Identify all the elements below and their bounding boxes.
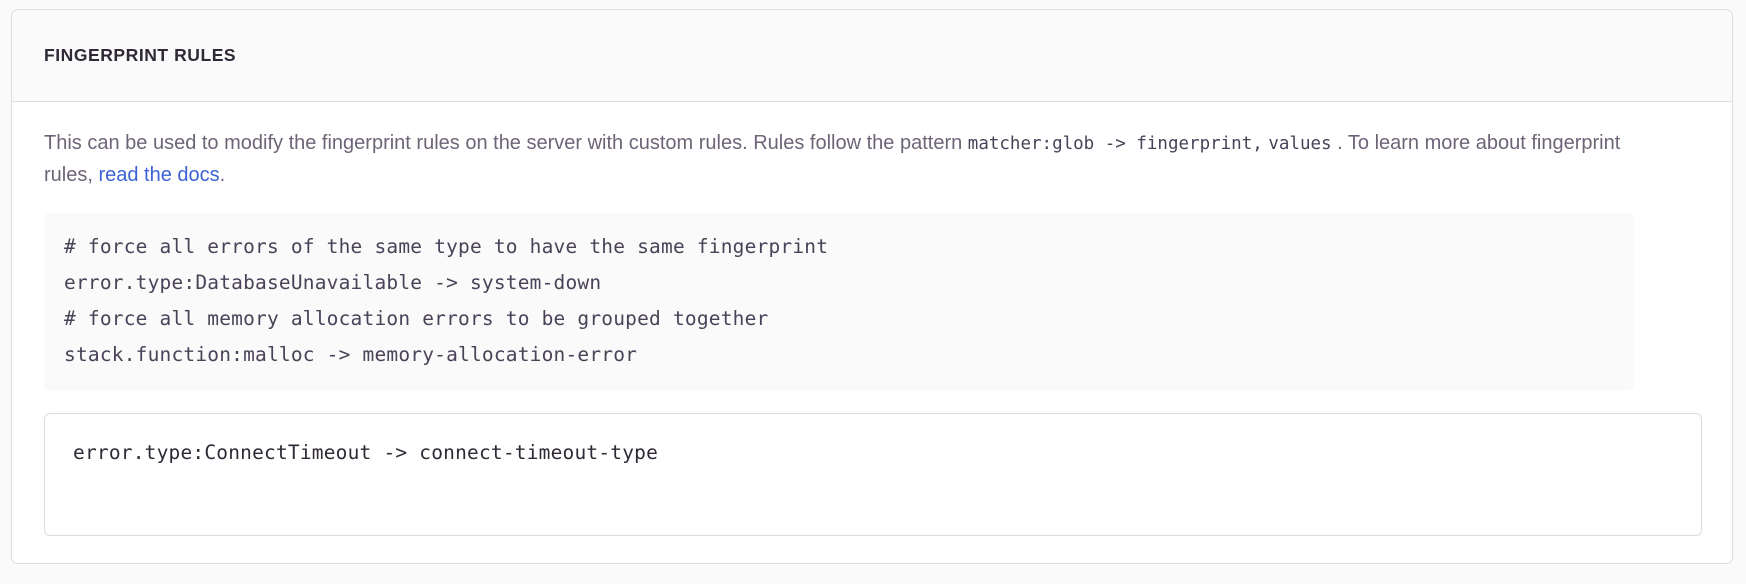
read-the-docs-link[interactable]: read the docs xyxy=(98,164,220,186)
inline-code-pattern: matcher:glob -> fingerprint, xyxy=(967,134,1263,154)
panel-header: Fingerprint Rules xyxy=(12,10,1732,102)
description-part-3: . xyxy=(219,164,226,186)
panel-body: This can be used to modify the fingerpri… xyxy=(12,102,1732,536)
description-part-1: This can be used to modify the fingerpri… xyxy=(44,132,968,154)
page-title: Fingerprint Rules xyxy=(44,44,237,65)
description-part-2: . To learn more about fingerprint rules, xyxy=(44,132,1621,186)
fingerprint-rules-panel: Fingerprint Rules This can be used to mo… xyxy=(11,9,1733,564)
example-code-block: # force all errors of the same type to h… xyxy=(44,213,1634,391)
inline-code-values: values xyxy=(1268,134,1332,154)
code-line: error.type:DatabaseUnavailable -> system… xyxy=(64,271,602,294)
fingerprint-rules-input[interactable]: error.type:ConnectTimeout -> connect-tim… xyxy=(44,413,1702,536)
description-text: This can be used to modify the fingerpri… xyxy=(44,128,1644,191)
code-line: # force all errors of the same type to h… xyxy=(64,235,829,258)
code-line: stack.function:malloc -> memory-allocati… xyxy=(64,343,638,366)
code-line: # force all memory allocation errors to … xyxy=(64,307,769,330)
